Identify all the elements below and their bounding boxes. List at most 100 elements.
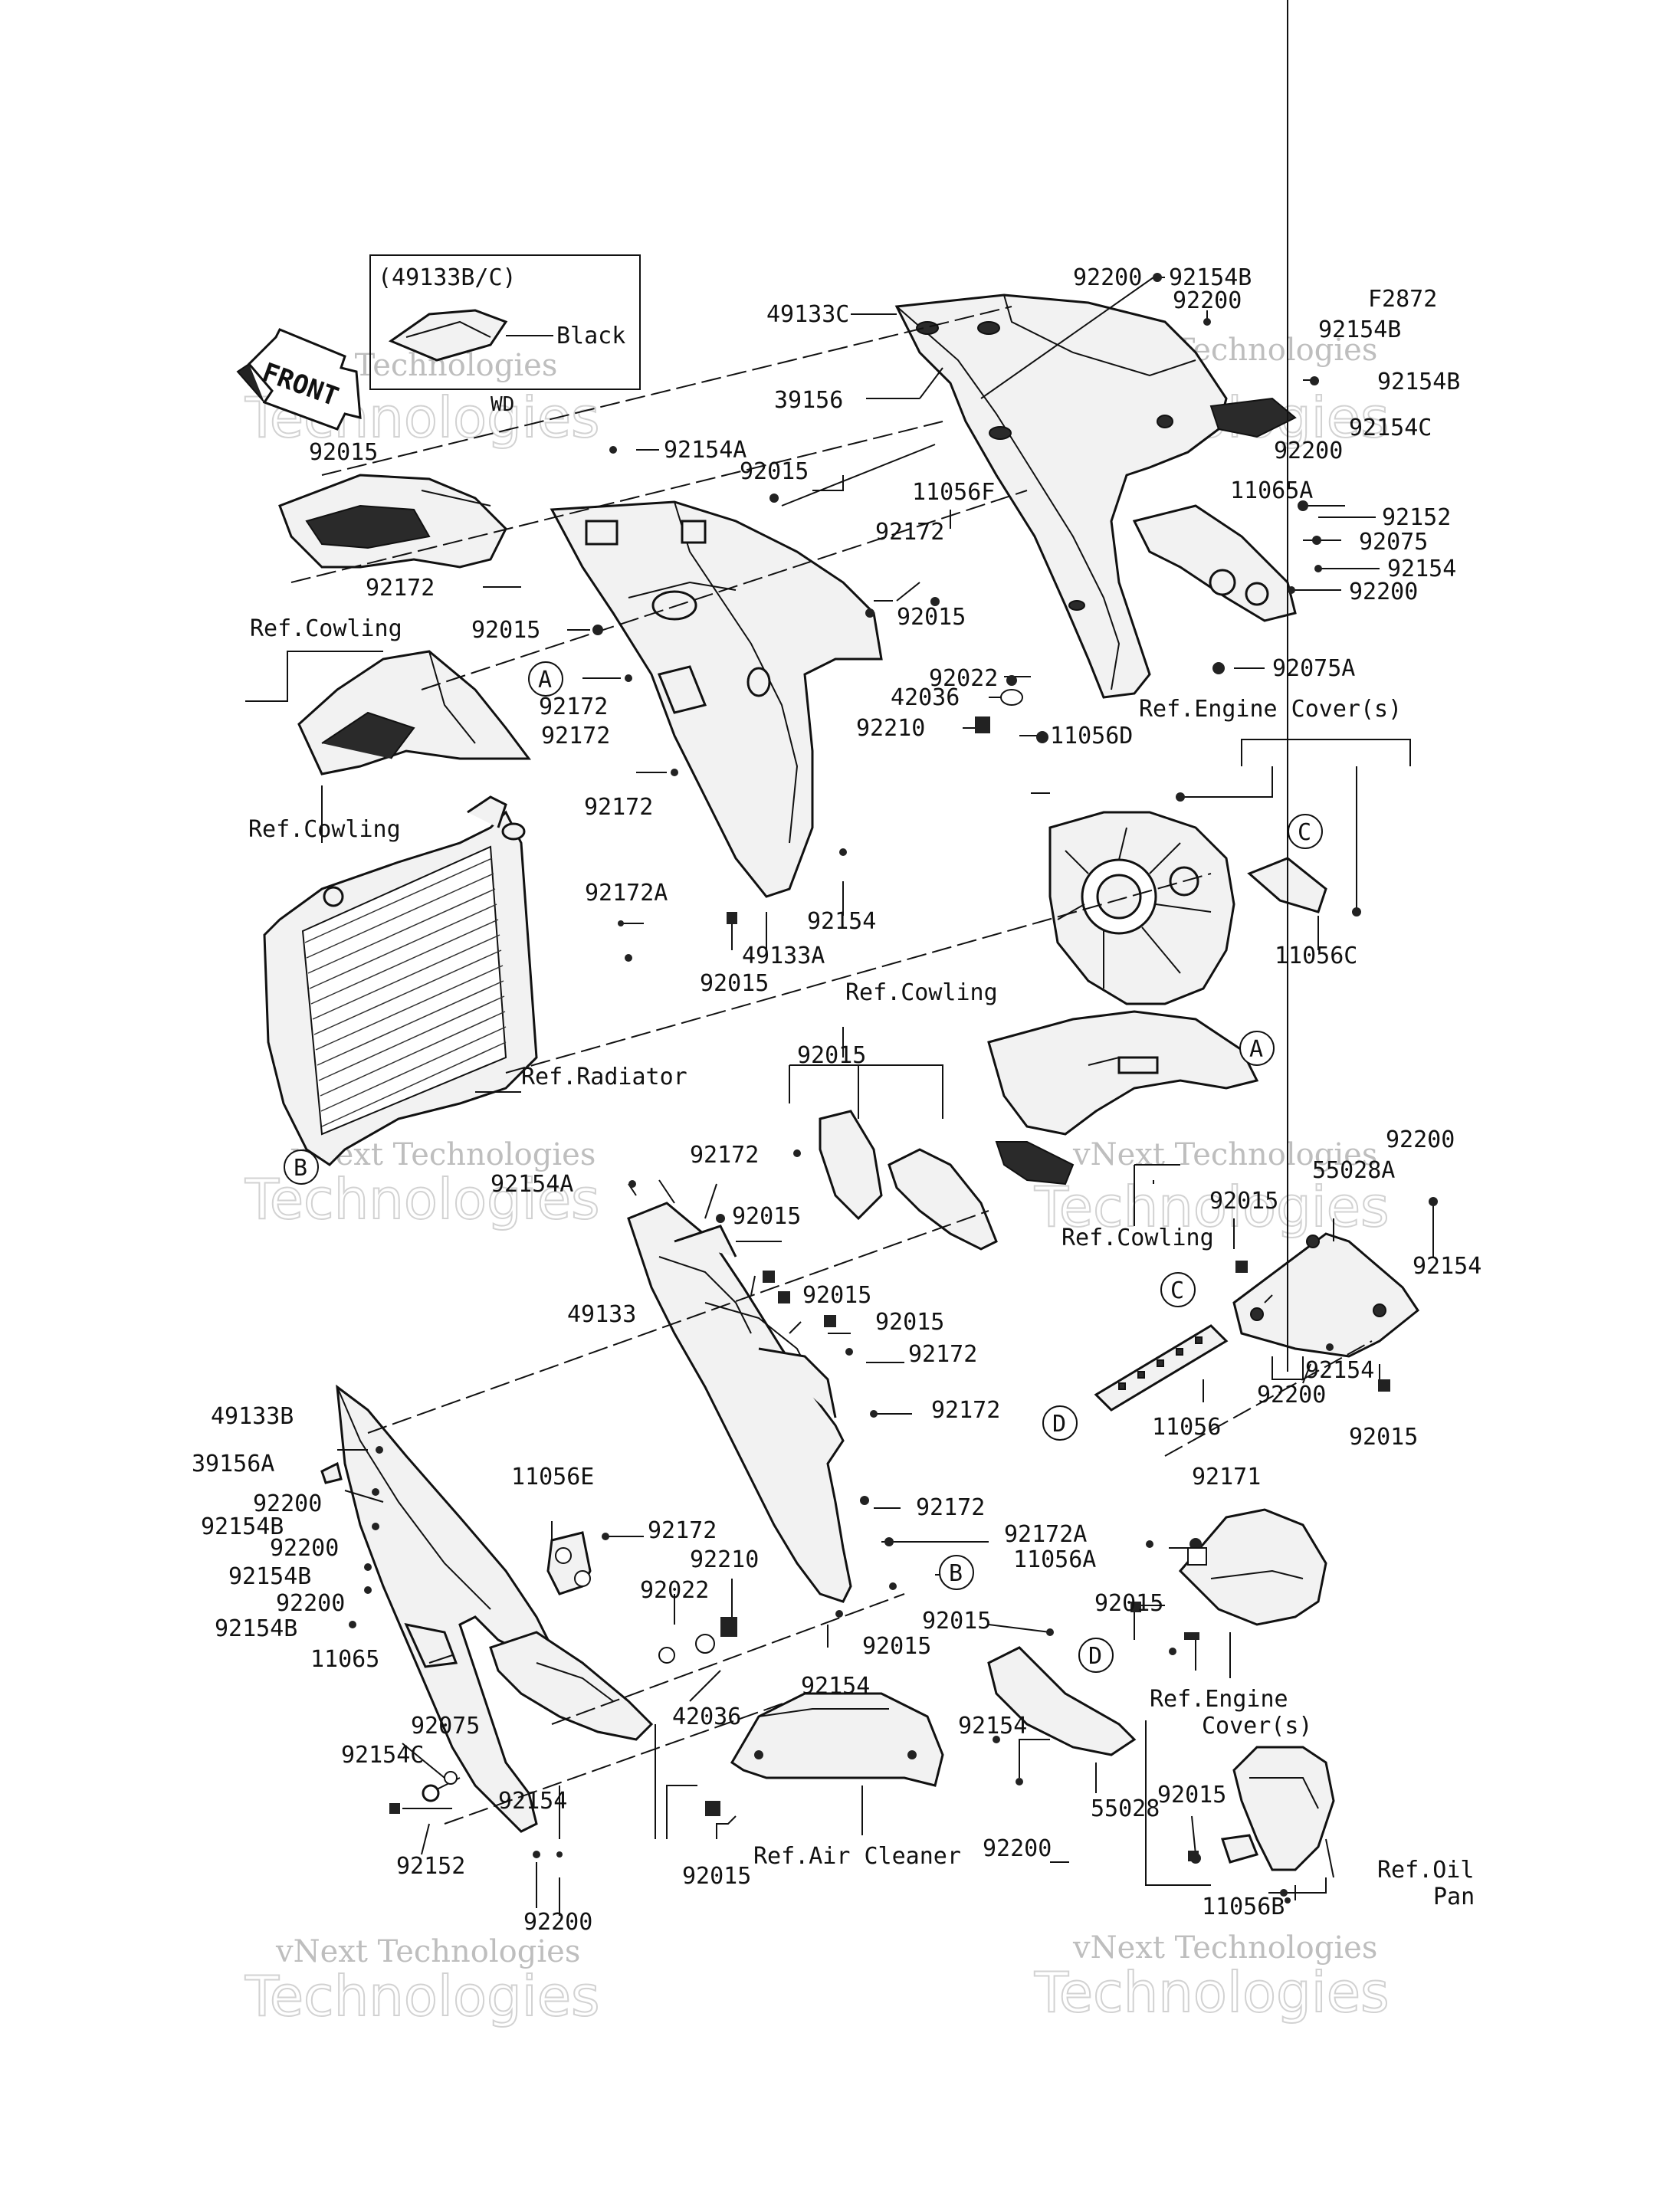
label: 92172 (931, 1397, 1000, 1424)
upper-cowl-49133C (894, 293, 1228, 699)
label: 11056D (1050, 723, 1133, 749)
ref-air-cleaner (730, 1692, 944, 1787)
engine-cover (1048, 811, 1235, 1005)
callout-d: D (1088, 1643, 1102, 1670)
ref-cowling-middle-right (987, 1010, 1259, 1185)
label: 92154B (1169, 264, 1252, 291)
watermark-brand: vNext Technologies (1072, 1930, 1377, 1966)
label: 92172 (690, 1142, 759, 1169)
label: Ref.Cowling (250, 615, 402, 642)
label: 92154 (958, 1713, 1027, 1740)
label: 92172A (585, 880, 668, 907)
label: Pan (1433, 1884, 1475, 1910)
label: 42036 (891, 684, 960, 711)
ref-cowling-mid-left (297, 650, 531, 776)
label: 92172 (908, 1341, 977, 1368)
label: 49133C (766, 301, 849, 328)
label: 92154B (215, 1615, 297, 1642)
watermark-big: Technologies (244, 1964, 600, 2028)
label: 92015 (797, 1042, 866, 1069)
label: 92015 (471, 617, 540, 644)
label: 92015 (700, 970, 769, 997)
label: 92210 (856, 715, 925, 742)
part-11065A (1209, 397, 1297, 438)
label: 49133B (211, 1403, 294, 1430)
inner-cowl-49133A (550, 500, 883, 898)
label: Ref.Engine Cover(s) (1139, 696, 1402, 723)
cover-55028 (987, 1646, 1137, 1756)
callout-c: C (1170, 1277, 1184, 1304)
right-bracket (1132, 504, 1297, 622)
label: 92154B (201, 1513, 284, 1540)
ref-cowling-upper-left (278, 474, 507, 569)
label: 92154C (341, 1742, 424, 1769)
label: 92210 (690, 1546, 759, 1573)
lower-side-panel-49133B (336, 1384, 554, 1833)
label: 92154A (491, 1171, 573, 1198)
label: 92015 (1157, 1782, 1226, 1808)
lower-cowl-49133 (627, 1202, 852, 1603)
label: 92200 (1386, 1126, 1455, 1153)
label: 92172A (1004, 1521, 1087, 1548)
watermark-big: Technologies (1034, 1175, 1390, 1239)
label: 92200 (1257, 1382, 1326, 1408)
ref-cowling-middle-pieces (819, 1110, 998, 1251)
callout-b: B (949, 1560, 963, 1587)
part-39156A (320, 1461, 343, 1484)
label: 92200 (1349, 579, 1418, 605)
label: 92172 (541, 723, 610, 749)
label: 92015 (802, 1282, 871, 1309)
inset-sub: WD (491, 393, 514, 416)
label: Ref.Cowling (1061, 1225, 1214, 1251)
label: 92200 (1173, 287, 1242, 314)
label: Ref.Cowling (845, 979, 998, 1006)
label: 92154B (228, 1563, 311, 1590)
label: 92015 (922, 1608, 991, 1635)
inset-frame (369, 254, 641, 390)
label: 92015 (862, 1633, 931, 1660)
label: 39156 (774, 387, 843, 414)
label: Ref.Engine (1150, 1686, 1288, 1713)
label: 92154B (1318, 316, 1401, 343)
label: 92015 (875, 1309, 944, 1336)
ref-engine-cover-lower (1178, 1508, 1327, 1626)
label: 42036 (672, 1703, 741, 1730)
label: 11056A (1013, 1546, 1096, 1573)
label: 11065 (310, 1646, 379, 1673)
label: 49133 (567, 1301, 636, 1328)
label: 11056B (1202, 1894, 1285, 1920)
inset-part (388, 309, 508, 362)
part-11056B (1221, 1834, 1259, 1864)
label: 92015 (740, 458, 809, 485)
watermark-brand: vNext Technologies (275, 1934, 580, 1969)
label: 92154 (1305, 1357, 1374, 1384)
callout-a: A (1249, 1036, 1263, 1063)
label: 92015 (682, 1863, 751, 1890)
label: 92200 (276, 1590, 345, 1617)
label: 92200 (253, 1490, 322, 1517)
label: 92172 (366, 575, 435, 602)
lower-bracket (489, 1631, 654, 1741)
label: 92015 (897, 604, 966, 631)
label: 11056C (1275, 943, 1357, 969)
label: 92172 (916, 1494, 985, 1521)
label: 92154B (1377, 369, 1460, 395)
label: 55028 (1091, 1795, 1160, 1822)
label: 92075A (1272, 655, 1355, 682)
part-labels: 92200 92154B 92200 49133C 92154B 92154B … (192, 264, 1481, 1936)
part-11065 (404, 1622, 458, 1668)
label: 92172 (539, 694, 608, 720)
label: 92154 (498, 1788, 567, 1815)
label: Ref.Oil (1377, 1857, 1474, 1884)
label: Ref.Air Cleaner (753, 1843, 961, 1870)
label: 92200 (1073, 264, 1142, 291)
label: 92022 (929, 665, 998, 692)
label: 92171 (1192, 1464, 1261, 1490)
label: 92022 (640, 1577, 709, 1604)
label: 92075 (411, 1713, 480, 1740)
label: 92172 (875, 519, 944, 546)
label: 11056E (511, 1464, 594, 1490)
label: 11056F (912, 479, 995, 506)
label: 92015 (1094, 1590, 1163, 1617)
